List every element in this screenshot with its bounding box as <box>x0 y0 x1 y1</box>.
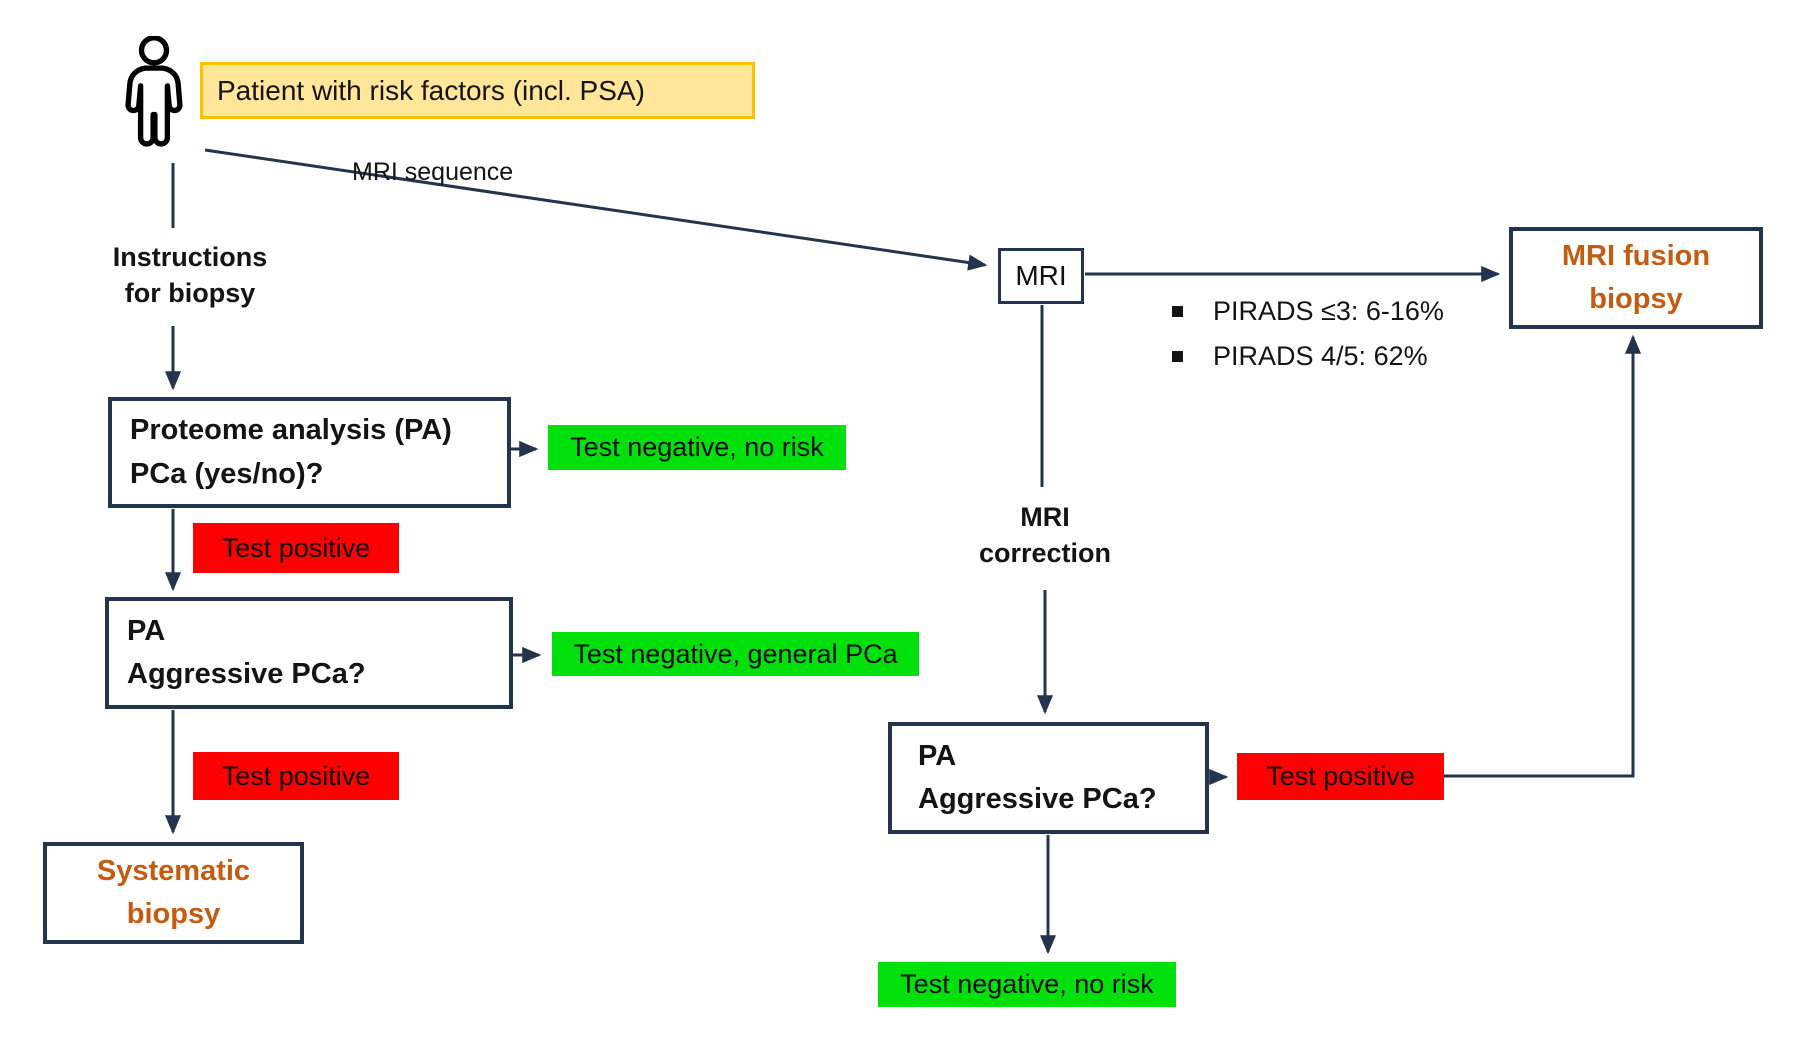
pa-aggressive-left-box: PA Aggressive PCa? <box>105 597 513 709</box>
proteome-analysis-box: Proteome analysis (PA) PCa (yes/no)? <box>108 397 511 508</box>
pa-aggressive-right-box: PA Aggressive PCa? <box>888 722 1209 834</box>
test-positive-right: Test positive <box>1237 753 1444 800</box>
patient-risk-box: Patient with risk factors (incl. PSA) <box>200 62 755 119</box>
mri-fusion-biopsy-box: MRI fusion biopsy <box>1509 227 1763 329</box>
test-negative-no-risk-left: Test negative, no risk <box>548 425 846 470</box>
test-positive-left-1: Test positive <box>193 523 399 573</box>
patient-icon <box>125 36 183 147</box>
patient-risk-label: Patient with risk factors (incl. PSA) <box>217 74 645 106</box>
test-negative-no-risk-right: Test negative, no risk <box>878 962 1176 1007</box>
mri-correction-label: MRI correction <box>978 502 1112 568</box>
mri-sequence-label: MRI sequence <box>352 158 514 186</box>
bullet-icon <box>1172 306 1183 317</box>
test-positive-left-2: Test positive <box>193 752 399 800</box>
instructions-label: Instructions for biopsy <box>112 242 268 308</box>
bullet-icon <box>1172 351 1183 362</box>
pirads-item-2: PIRADS 4/5: 62% <box>1172 341 1444 372</box>
systematic-biopsy-box: Systematic biopsy <box>43 842 304 944</box>
mri-box: MRI <box>998 248 1084 304</box>
pirads-item-1: PIRADS ≤3: 6-16% <box>1172 296 1444 327</box>
test-negative-general-box: Test negative, general PCa <box>552 632 919 676</box>
pirads-list: PIRADS ≤3: 6-16% PIRADS 4/5: 62% <box>1172 296 1444 386</box>
